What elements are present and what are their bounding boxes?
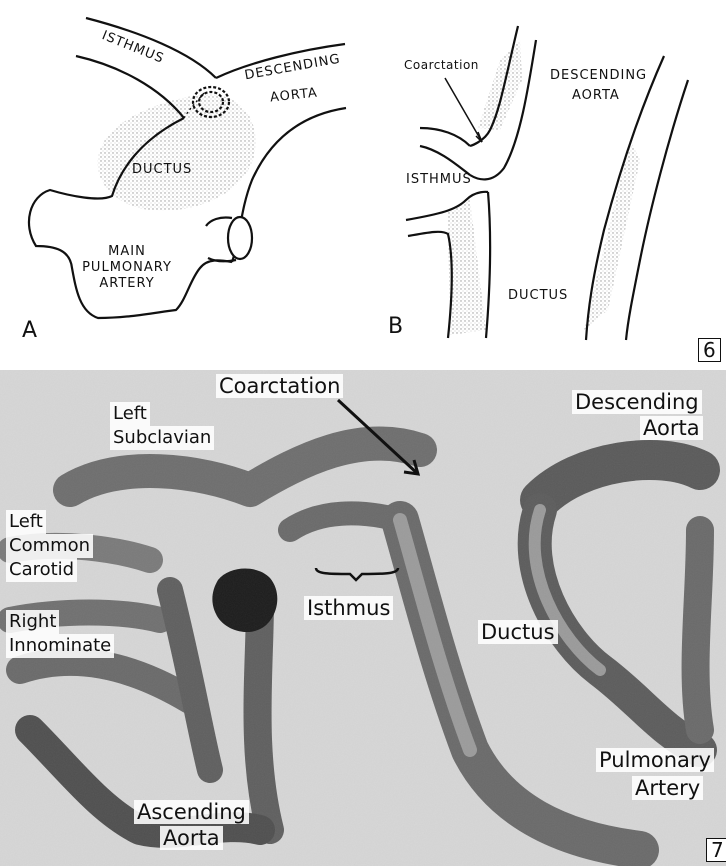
ascending-aorta-label-1: Ascending [134,800,249,824]
left-common-carotid-label-1: Left [6,510,46,534]
panel-b-isthmus-label: ISTHMUS [406,172,472,187]
panel-b-ductus-label: DUCTUS [508,288,568,303]
right-innominate-label-1: Right [6,610,59,634]
figure-6: ISTHMUS DESCENDING AORTA DUCTUS MAIN PUL… [0,0,726,370]
figure-6-drawing [0,0,726,370]
figure-7-number: 7 [706,838,726,862]
descending-aorta-label-1: Descending [572,390,702,414]
panel-b-tag: B [388,314,403,339]
figure-6-number: 6 [698,338,721,362]
panel-a-ductus-label: DUCTUS [132,162,192,177]
left-common-carotid-label-3: Carotid [6,558,77,582]
right-innominate-label-2: Innominate [6,634,114,658]
left-subclavian-label-1: Left [110,402,150,426]
coarctation-label: Coarctation [216,374,343,398]
left-subclavian-label-2: Subclavian [110,426,214,450]
ascending-aorta-label-2: Aorta [160,826,223,850]
panel-b-descending-label-2: AORTA [572,88,620,103]
pulmonary-artery-label-1: Pulmonary [596,748,714,772]
panel-b-descending-label-1: DESCENDING [550,68,647,83]
panel-a-pulmonary-label-3: ARTERY [82,276,172,291]
descending-aorta-label-2: Aorta [640,416,703,440]
panel-a-pulmonary-label-1: MAIN [82,244,172,259]
panel-a-tag: A [22,318,37,343]
ductus-label: Ductus [478,620,558,644]
panel-b-coarctation-label: Coarctation [404,58,479,72]
left-common-carotid-label-2: Common [6,534,93,558]
panel-a-pulmonary-label-2: PULMONARY [72,260,182,275]
figure-7-micrograph: Coarctation Descending Aorta Left Subcla… [0,370,726,866]
pulmonary-artery-label-2: Artery [632,776,703,800]
isthmus-label: Isthmus [304,596,393,620]
